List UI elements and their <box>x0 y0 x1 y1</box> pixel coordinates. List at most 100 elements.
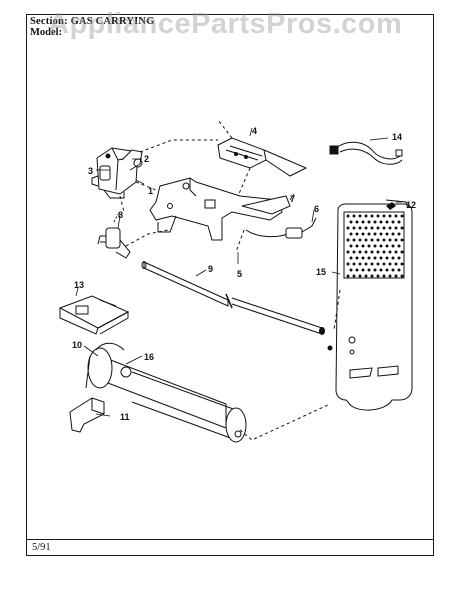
perforation-hole <box>388 250 392 254</box>
part-label-2: 2 <box>144 154 149 164</box>
perforation-hole <box>364 238 368 242</box>
perforation-hole <box>364 274 368 278</box>
perforation-hole <box>367 244 371 248</box>
part-label-6: 6 <box>314 204 319 214</box>
perforation-hole <box>346 250 350 254</box>
perforation-hole <box>355 256 359 260</box>
perforation-hole <box>376 226 380 230</box>
perforation-hole <box>346 274 350 278</box>
perforation-hole <box>370 262 374 266</box>
perforation-hole <box>376 274 380 278</box>
perforation-hole <box>355 220 359 224</box>
perforation-hole <box>397 244 401 248</box>
perforation-hole <box>361 256 365 260</box>
perforation-hole <box>370 226 374 230</box>
perforation-hole <box>394 262 398 266</box>
perforation-hole <box>349 256 353 260</box>
part-label-5: 5 <box>237 269 242 279</box>
perforation-hole <box>394 238 398 242</box>
perforation-hole <box>349 220 353 224</box>
perforation-hole <box>382 274 386 278</box>
perforation-hole <box>373 268 377 272</box>
perforation-hole <box>361 268 365 272</box>
perforation-hole <box>379 244 383 248</box>
part-label-4: 4 <box>252 126 257 136</box>
perforation-hole <box>382 214 386 218</box>
perforation-hole <box>358 214 362 218</box>
perforation-hole <box>358 226 362 230</box>
perforation-hole <box>376 238 380 242</box>
perforation-hole <box>394 250 398 254</box>
perforation-hole <box>370 238 374 242</box>
perforation-hole <box>352 274 356 278</box>
perforation-hole <box>382 262 386 266</box>
perforation-hole <box>376 250 380 254</box>
combustion-chamber-drawing <box>85 342 247 443</box>
part-label-9: 9 <box>208 264 213 274</box>
perforation-hole <box>352 238 356 242</box>
mounting-bracket-drawing <box>149 177 283 241</box>
perforation-hole <box>364 226 368 230</box>
part-label-16: 16 <box>144 352 154 362</box>
perforation-hole <box>385 232 389 236</box>
part-label-8: 8 <box>118 210 123 220</box>
perforation-hole <box>391 268 395 272</box>
perforation-hole <box>358 274 362 278</box>
perforation-hole <box>370 214 374 218</box>
perforation-hole <box>373 256 377 260</box>
part-label-14: 14 <box>392 132 402 142</box>
perforation-hole <box>385 268 389 272</box>
perforation-hole <box>379 220 383 224</box>
chamber-support-drawing <box>69 397 105 433</box>
perforation-hole <box>382 238 386 242</box>
perforation-hole <box>400 226 404 230</box>
perforation-hole <box>397 232 401 236</box>
perforation-hole <box>379 268 383 272</box>
perforation-hole <box>355 244 359 248</box>
perforation-hole <box>391 256 395 260</box>
perforation-hole <box>361 220 365 224</box>
perforation-hole <box>352 226 356 230</box>
part-label-11: 11 <box>120 412 130 422</box>
sensor-bracket-drawing <box>58 295 130 335</box>
model-title: Model: <box>30 27 63 38</box>
perforation-hole <box>379 256 383 260</box>
perforation-hole <box>391 220 395 224</box>
part-label-13: 13 <box>74 280 84 290</box>
part-label-1: 1 <box>148 186 153 196</box>
perforation-hole <box>361 232 365 236</box>
perforation-hole <box>400 214 404 218</box>
perforation-hole <box>355 268 359 272</box>
wire-harness-drawing <box>329 141 403 165</box>
perforation-hole <box>400 250 404 254</box>
perforation-hole <box>394 214 398 218</box>
revision-date: 5/91 <box>32 542 51 553</box>
perforation-hole <box>373 244 377 248</box>
diagram-frame: Section: GAS CARRYING Model: 5/91 <box>26 14 434 556</box>
perforation-hole <box>358 250 362 254</box>
perforation-hole <box>373 232 377 236</box>
heat-shield-drawing <box>327 199 413 411</box>
perforation-hole <box>367 220 371 224</box>
perforation-hole <box>352 250 356 254</box>
perforation-hole <box>391 244 395 248</box>
perforation-hole <box>388 262 392 266</box>
perforation-hole <box>358 262 362 266</box>
perforation-hole <box>367 232 371 236</box>
perforation-hole <box>376 262 380 266</box>
orifice-drawing <box>97 213 131 259</box>
perforation-hole <box>379 232 383 236</box>
perforation-hole <box>376 214 380 218</box>
perforation-hole <box>394 226 398 230</box>
perforation-hole <box>349 244 353 248</box>
footer-divider <box>27 539 433 540</box>
perforation-hole <box>394 274 398 278</box>
perforation-hole <box>352 262 356 266</box>
perforation-hole <box>349 268 353 272</box>
perforation-hole <box>397 220 401 224</box>
part-label-15: 15 <box>316 267 326 277</box>
perforation-hole <box>367 268 371 272</box>
part-label-12: 12 <box>406 200 416 210</box>
shield-perforations <box>346 214 404 278</box>
